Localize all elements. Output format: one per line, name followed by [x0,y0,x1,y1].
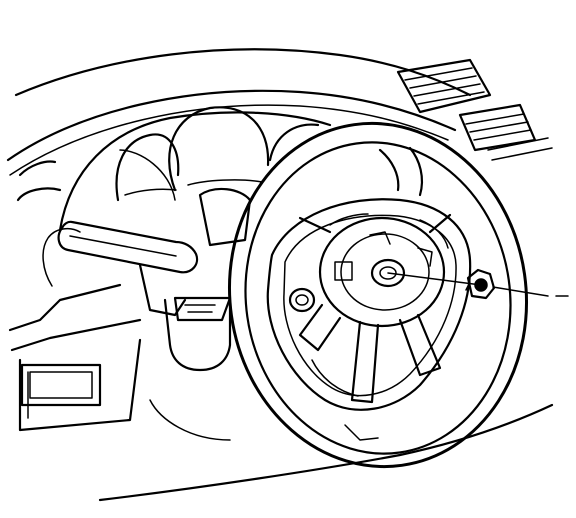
steering-wheel-rim [227,121,529,469]
instrument-cluster [58,106,332,232]
dashboard-top-edge [6,48,472,176]
left-dashboard-panel [8,160,142,432]
callout-leader-line [387,272,569,297]
hub-center [318,216,446,328]
spoke-access-hole [288,287,316,313]
hub-detail-lines [311,213,449,441]
steering-column [119,149,252,372]
defroster-vent [396,58,553,161]
lower-dash-edge [98,399,554,502]
turn-signal-stalk [57,220,199,274]
wheel-spokes [298,146,452,404]
center-console-opening [20,363,102,407]
